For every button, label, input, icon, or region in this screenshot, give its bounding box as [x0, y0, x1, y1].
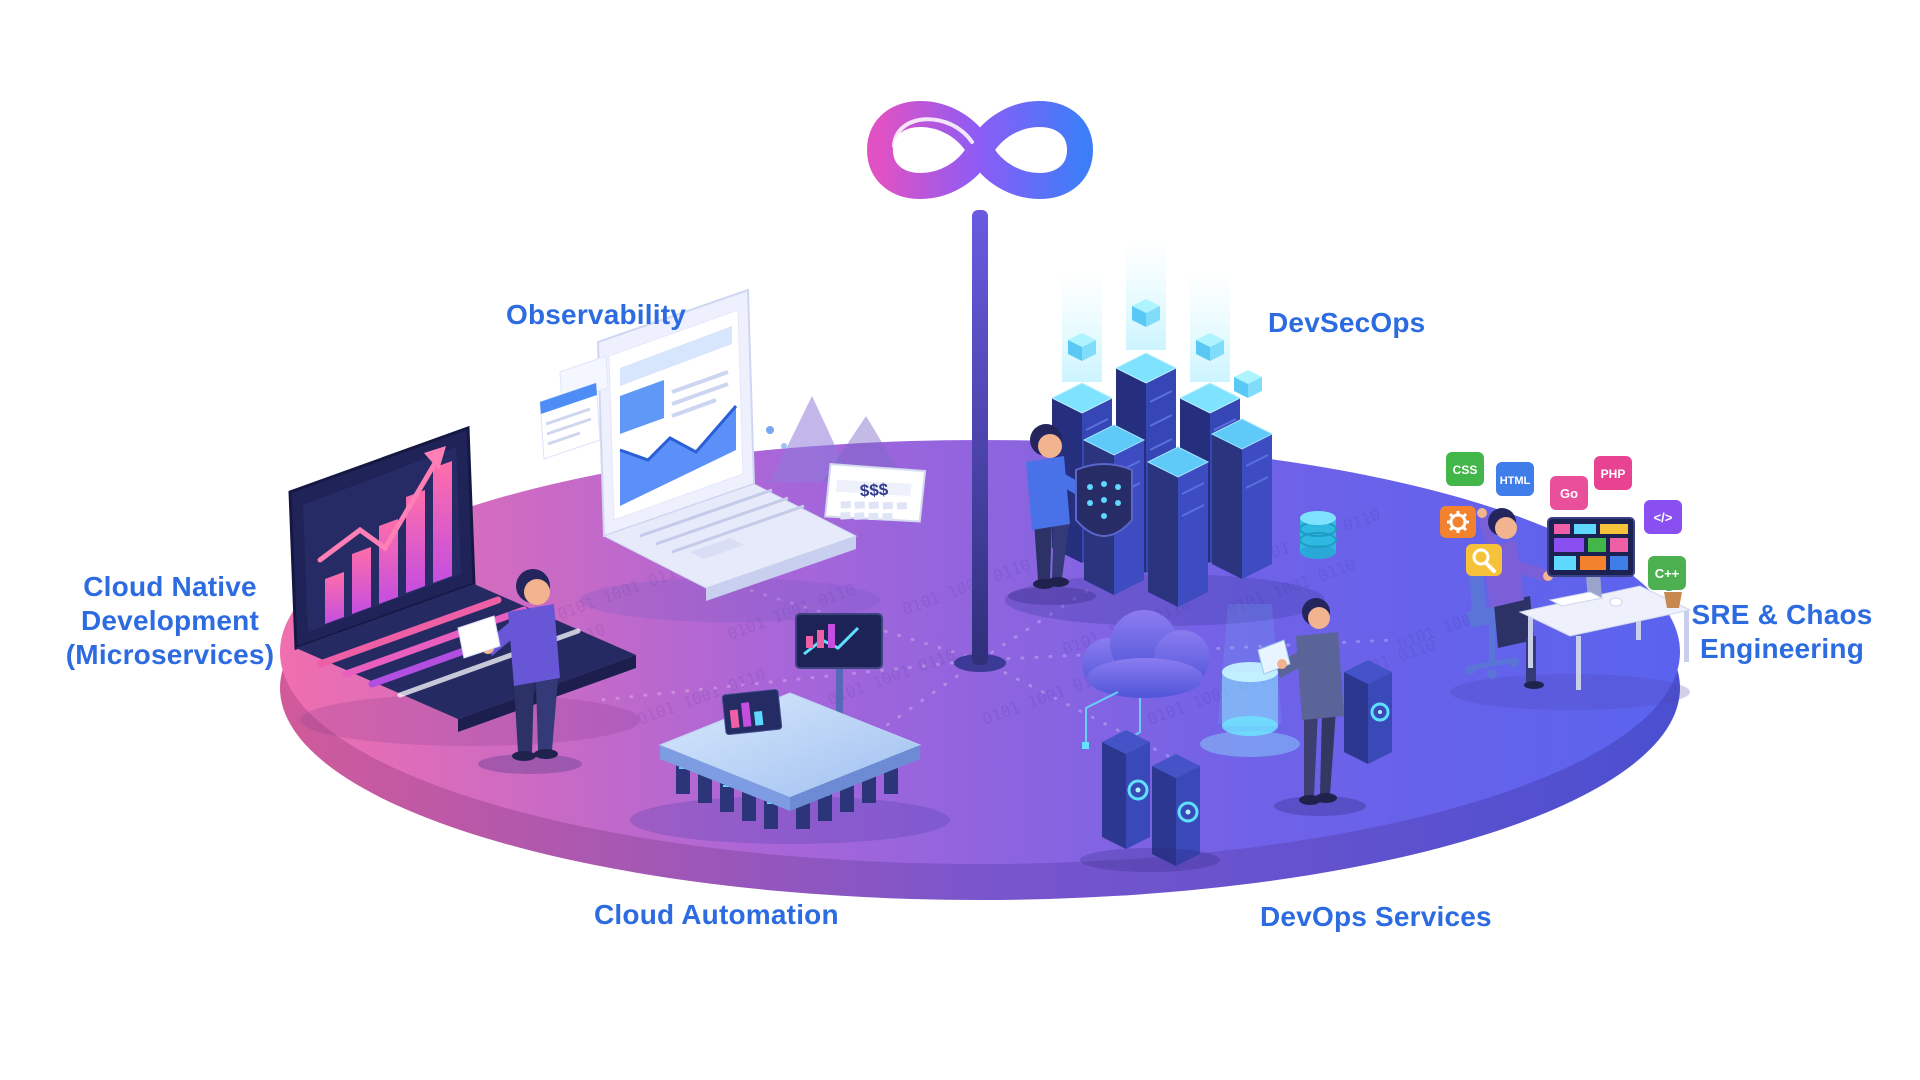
mouse [1609, 597, 1623, 607]
label-cloud-automation: Cloud Automation [594, 899, 839, 930]
server-tower [1102, 730, 1150, 849]
badge-code: </> [1644, 500, 1682, 534]
devops-person [1257, 598, 1366, 816]
label-observability: Observability [506, 299, 687, 330]
badge-code-label: </> [1654, 510, 1673, 525]
mini-analytics-panel [721, 688, 783, 736]
badge-css: CSS [1446, 452, 1484, 486]
badge-go-label: Go [1560, 486, 1578, 501]
keyboard [1548, 591, 1604, 607]
growth-bar-chart [325, 461, 452, 624]
infinity-loop-icon [867, 101, 1093, 199]
tech-badges: CSS HTML Go [1440, 452, 1686, 590]
devops-pole [954, 210, 1006, 672]
badge-go: Go [1550, 476, 1588, 510]
badge-cpp: C++ [1648, 556, 1686, 590]
monitor-on-pole [795, 613, 883, 716]
dollar-label: $$$ [859, 480, 889, 500]
cloud-automation-station [630, 613, 950, 844]
label-sre-line2: Engineering [1700, 633, 1864, 665]
dashboard-monitor [1547, 517, 1635, 601]
sre-desk-scene [1450, 508, 1692, 710]
label-sre: SRE & Chaos Engineering [1672, 598, 1892, 666]
label-devops-services: DevOps Services [1260, 901, 1492, 932]
cost-calculator: $$$ [824, 462, 927, 523]
desk [1518, 585, 1692, 690]
devsecops-person [1008, 424, 1133, 605]
gear-icon [1447, 511, 1469, 533]
server-tower [1210, 418, 1274, 579]
label-cloud-native-line1: Cloud Native [83, 571, 257, 602]
server-tower [1152, 754, 1200, 866]
badge-html: HTML [1496, 462, 1534, 496]
server-tower [1146, 446, 1210, 607]
magnifier-icon [1472, 548, 1496, 573]
devops-services-group [1080, 598, 1392, 872]
floating-data-cubes [1068, 299, 1262, 398]
label-sre-line1: SRE & Chaos [1691, 599, 1873, 630]
cloud-native-person [457, 569, 582, 774]
badge-php: PHP [1594, 456, 1632, 490]
document-icon [457, 615, 501, 659]
server-tower [1344, 660, 1392, 764]
hologram-cylinder [1200, 604, 1300, 757]
label-cloud-native: Cloud Native Development (Microservices) [20, 570, 320, 672]
badge-php-label: PHP [1601, 467, 1626, 481]
dashboard-area-chart [620, 406, 736, 506]
database-icon [1299, 511, 1337, 559]
security-shield-icon [1075, 463, 1133, 537]
floating-dashboard-card [539, 355, 609, 460]
badge-cpp-label: C++ [1655, 566, 1680, 581]
observability-laptop [539, 288, 880, 622]
label-devsecops: DevSecOps [1268, 307, 1426, 338]
label-cloud-native-line2: Development [80, 605, 260, 637]
raised-arm [1478, 516, 1497, 548]
badge-gear [1440, 506, 1476, 538]
label-cloud-native-line3: (Microservices) [65, 639, 275, 671]
badge-css-label: CSS [1453, 463, 1478, 477]
growth-arrow-icon [317, 455, 441, 563]
cloud-icon [1082, 610, 1210, 698]
badge-magnifier [1466, 544, 1502, 576]
badge-html-label: HTML [1500, 475, 1531, 487]
